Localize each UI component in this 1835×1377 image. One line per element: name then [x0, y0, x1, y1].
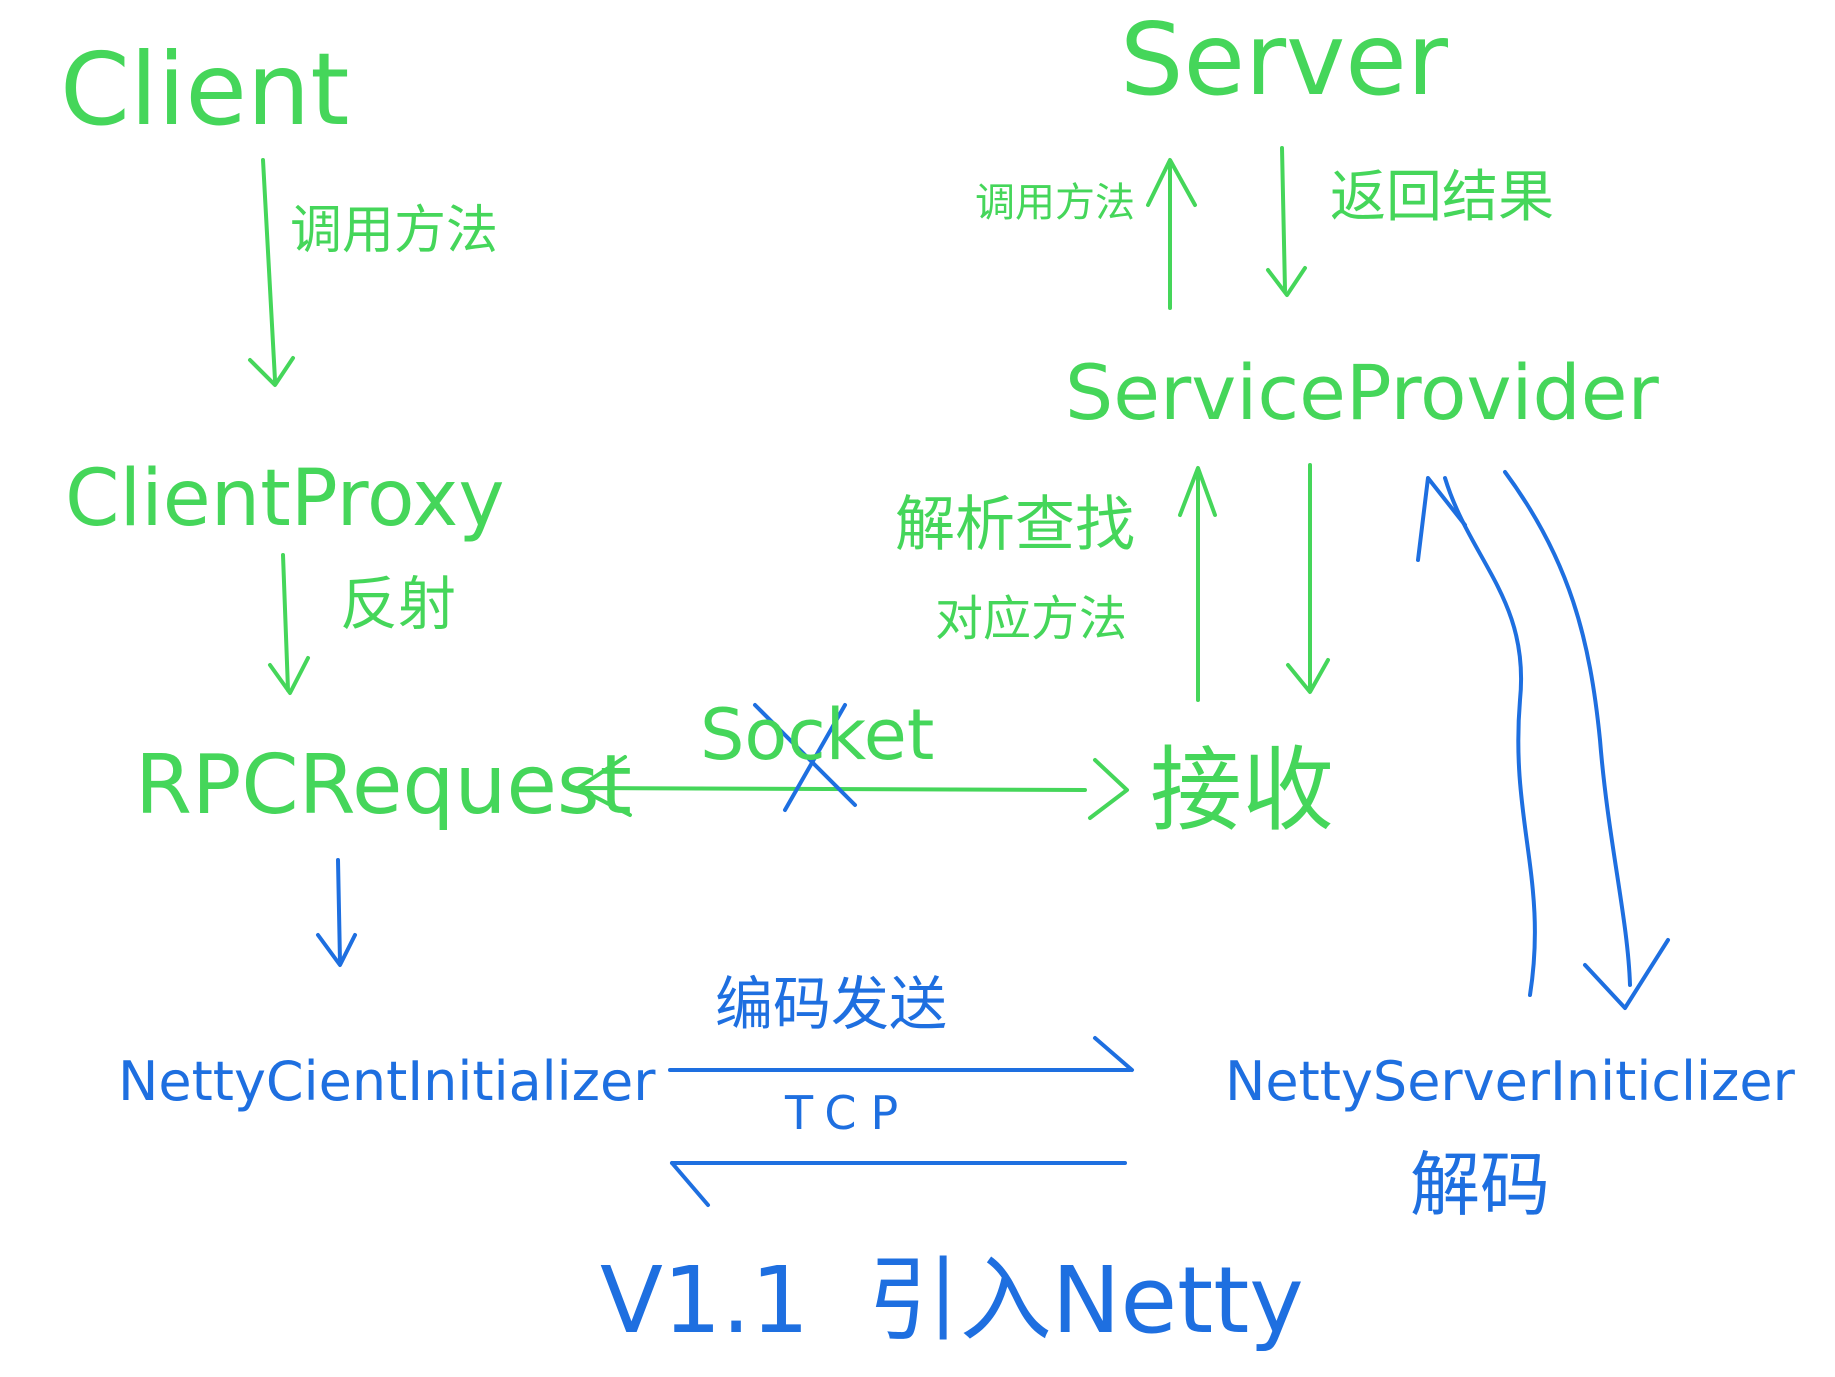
node-client-proxy: ClientProxy [65, 454, 505, 544]
node-netty-client-initializer: NettyCientInitializer [118, 1050, 656, 1113]
edge-label-parse-find: 解析查找 [895, 490, 1135, 560]
arrow-tcp-send [668, 1036, 1134, 1072]
edge-label-socket: Socket [700, 694, 935, 776]
arrow-provider-to-server [1146, 158, 1197, 310]
edge-label-provider-to-server: 调用方法 [975, 180, 1135, 226]
edge-label-encode-send: 编码发送 [715, 970, 948, 1038]
arrow-provider-to-receive [1286, 463, 1330, 694]
node-service-provider: ServiceProvider [1065, 348, 1659, 437]
footer-version-note: V1.1 引入Netty [600, 1247, 1304, 1354]
node-client: Client [60, 31, 350, 148]
socket-crossed-out-mark [753, 703, 857, 812]
edge-label-tcp: TCP [785, 1086, 913, 1140]
arrow-request-to-netty-client [316, 858, 357, 967]
edge-label-client-to-proxy: 调用方法 [290, 201, 499, 261]
edge-label-decode: 解码 [1410, 1144, 1550, 1226]
arrow-netty-server-to-provider [1416, 476, 1537, 997]
arrow-proxy-to-request [268, 553, 310, 695]
arrow-socket-bidirectional [576, 755, 1129, 820]
edge-label-matching-method: 对应方法 [935, 591, 1128, 647]
node-receive: 接收 [1150, 737, 1335, 844]
arrow-tcp-return [670, 1161, 1127, 1207]
arrow-server-to-provider [1266, 146, 1307, 297]
node-server: Server [1120, 1, 1448, 118]
node-rpc-request: RPCRequest [135, 738, 632, 833]
node-netty-server-initializer: NettyServerIniticlizer [1225, 1050, 1795, 1113]
arrow-client-to-proxy [248, 158, 295, 387]
arrow-receive-to-provider [1178, 466, 1217, 702]
edge-label-server-to-provider: 返回结果 [1330, 165, 1554, 230]
edge-label-proxy-to-request: 反射 [340, 570, 457, 638]
arrow-provider-to-netty-server [1503, 470, 1670, 1010]
